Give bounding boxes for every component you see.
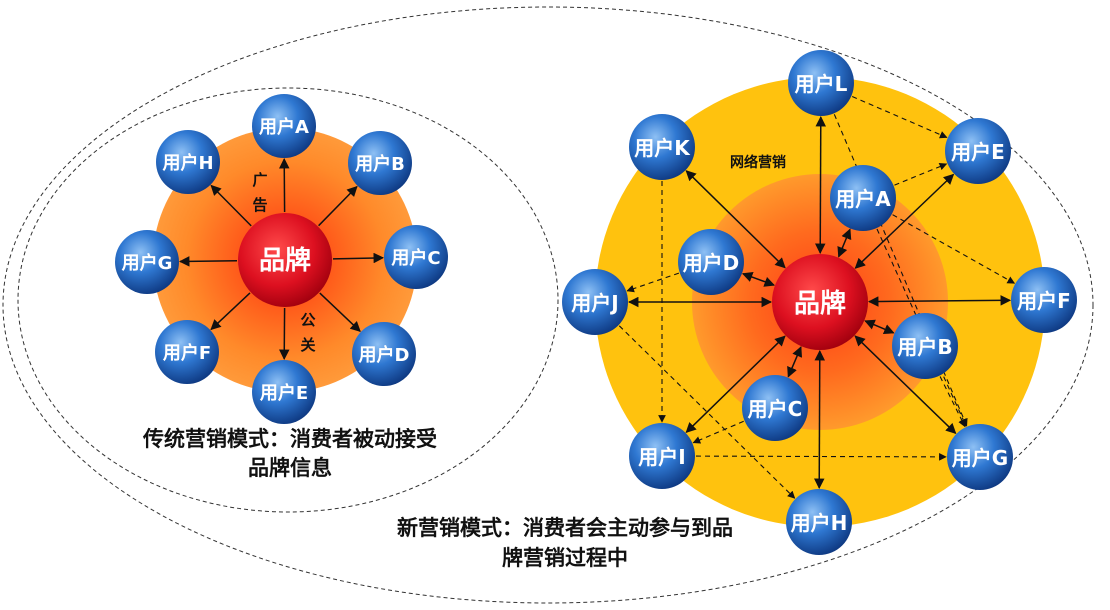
new-user-a[interactable]: 用户A [830,165,896,231]
arrow-nb-l [814,115,827,255]
new-user-k[interactable]: 用户K [629,114,695,180]
arrow-nb-d [741,272,775,287]
new-user-f-label: 用户F [1017,289,1071,313]
arrow-i-g [695,453,947,461]
new-user-l[interactable]: 用户L [788,50,854,116]
trad-brand-label: 品牌 [259,245,311,276]
trad-user-h-label: 用户H [162,152,213,174]
trad-user-a-label: 用户A [259,116,309,138]
trad-user-b[interactable]: 用户B [348,131,412,195]
new-user-d-label: 用户D [683,251,740,275]
trad-label-ad-2: 告 [252,196,267,214]
trad-user-e-label: 用户E [260,382,308,404]
trad-user-f-label: 用户F [163,342,211,364]
trad-user-f[interactable]: 用户F [155,320,219,384]
new-user-e[interactable]: 用户E [945,118,1011,184]
outer-dashed-boundary [2,6,1094,604]
arrow-tb-tg [178,256,238,267]
arrow-nb-c [787,346,803,378]
arrow-tb-tbB [318,185,358,227]
arrow-nb-i [685,335,786,434]
trad-user-d-label: 用户D [359,344,410,366]
arrow-nb-a [837,228,852,258]
new-user-i[interactable]: 用户I [629,423,695,489]
new-user-c[interactable]: 用户C [742,375,808,441]
new-user-c-label: 用户C [748,397,803,421]
trad-label-pr-1: 公 [300,311,315,329]
traditional-caption-line2: 品牌信息 [248,455,332,480]
traditional-dashed-boundary [17,87,559,513]
arrow-d-j [626,272,680,293]
trad-user-g[interactable]: 用户G [115,230,179,294]
new-user-g-label: 用户G [952,446,1008,470]
new-user-b-label: 用户B [897,335,952,359]
arrow-nb-k [685,170,786,269]
new-caption-line2: 牌营销过程中 [502,545,628,570]
arrow-l-e [851,95,948,139]
trad-user-g-label: 用户G [122,252,173,274]
trad-user-a[interactable]: 用户A [252,94,316,158]
new-user-f[interactable]: 用户F [1011,267,1077,333]
trad-user-c-label: 用户C [391,247,440,269]
arrow-c-i [692,420,744,444]
new-user-k-label: 用户K [634,136,691,160]
new-user-b[interactable]: 用户B [892,313,958,379]
arrow-tb-th [210,184,252,227]
new-user-l-label: 用户L [795,72,848,96]
arrow-tb-tf [210,292,251,331]
new-user-e-label: 用户E [951,140,1005,164]
arrow-nb-g [854,335,957,435]
trad-user-h[interactable]: 用户H [156,130,220,194]
new-model: 网络营销 用户L 用户K 用户E 用户A 用户D 用户J 用户F [562,50,1077,555]
trad-user-d[interactable]: 用户D [352,322,416,386]
connection-lines [178,95,1016,499]
new-user-g[interactable]: 用户G [947,424,1013,490]
arrow-nb-f [867,295,1012,307]
new-user-d[interactable]: 用户D [678,229,744,295]
new-brand-node[interactable]: 品牌 [772,254,868,350]
trad-user-c[interactable]: 用户C [384,225,448,289]
arrow-nb-h [813,349,826,490]
new-user-h-label: 用户H [791,511,848,535]
trad-brand-node[interactable]: 品牌 [238,213,332,307]
arrow-nb-b [864,319,895,335]
arrow-j-h [618,325,796,499]
trad-user-b-label: 用户B [355,153,405,175]
new-user-a-label: 用户A [835,187,891,211]
new-user-j[interactable]: 用户J [562,269,628,335]
new-brand-label: 品牌 [794,288,846,319]
new-user-h[interactable]: 用户H [786,489,852,555]
traditional-caption-line1: 传统营销模式：消费者被动接受 [142,426,437,451]
traditional-model: 用户A 用户B 用户C 用户D 用户E 用户F 用户G 用户H [115,94,448,424]
arrow-tb-tc [332,252,385,264]
network-marketing-label: 网络营销 [730,154,786,171]
new-user-j-label: 用户J [571,291,618,315]
arrow-tb-td [319,292,361,333]
arrow-a-e [894,162,948,186]
new-caption-line1: 新营销模式：消费者会主动参与到品 [397,515,733,540]
arrow-b-g [939,376,966,428]
trad-user-e[interactable]: 用户E [252,360,316,424]
trad-label-pr-2: 关 [300,336,315,354]
new-user-i-label: 用户I [638,445,685,469]
trad-label-ad-1: 广 [252,171,267,189]
